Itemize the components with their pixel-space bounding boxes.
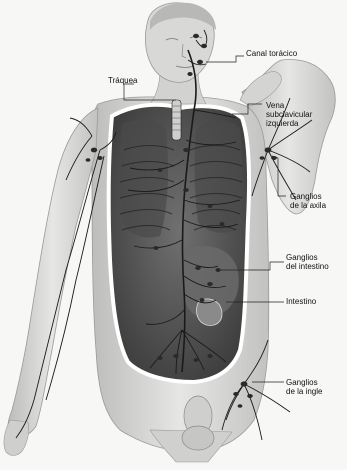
label-intestine-text: Intestino xyxy=(286,297,316,306)
trachea xyxy=(172,100,181,140)
label-inguinal-line-1: Ganglios xyxy=(286,378,322,387)
label-intestinal-line-1: Ganglios xyxy=(286,253,329,262)
label-axillary-line-2: de la axila xyxy=(290,201,326,210)
label-subclavian-vein: Vena subclavicular izquierda xyxy=(266,101,312,128)
label-inguinal-line-2: de la ingle xyxy=(286,387,322,396)
label-thoracic-duct-text: Canal torácico xyxy=(246,49,297,58)
label-intestinal-line-2: del intestino xyxy=(286,262,329,271)
label-axillary-line-1: Ganglios xyxy=(290,192,326,201)
label-subclavian-line-3: izquierda xyxy=(266,119,312,128)
label-subclavian-line-2: subclavicular xyxy=(266,110,312,119)
label-trachea-text: Tráquea xyxy=(108,76,138,85)
label-inguinal-nodes: Ganglios de la ingle xyxy=(286,378,322,396)
label-intestine: Intestino xyxy=(286,297,316,306)
label-axillary-nodes: Ganglios de la axila xyxy=(290,192,326,210)
label-subclavian-line-1: Vena xyxy=(266,101,312,110)
label-thoracic-duct: Canal torácico xyxy=(246,49,297,58)
label-intestinal-nodes: Ganglios del intestino xyxy=(286,253,329,271)
label-trachea: Tráquea xyxy=(108,76,138,85)
